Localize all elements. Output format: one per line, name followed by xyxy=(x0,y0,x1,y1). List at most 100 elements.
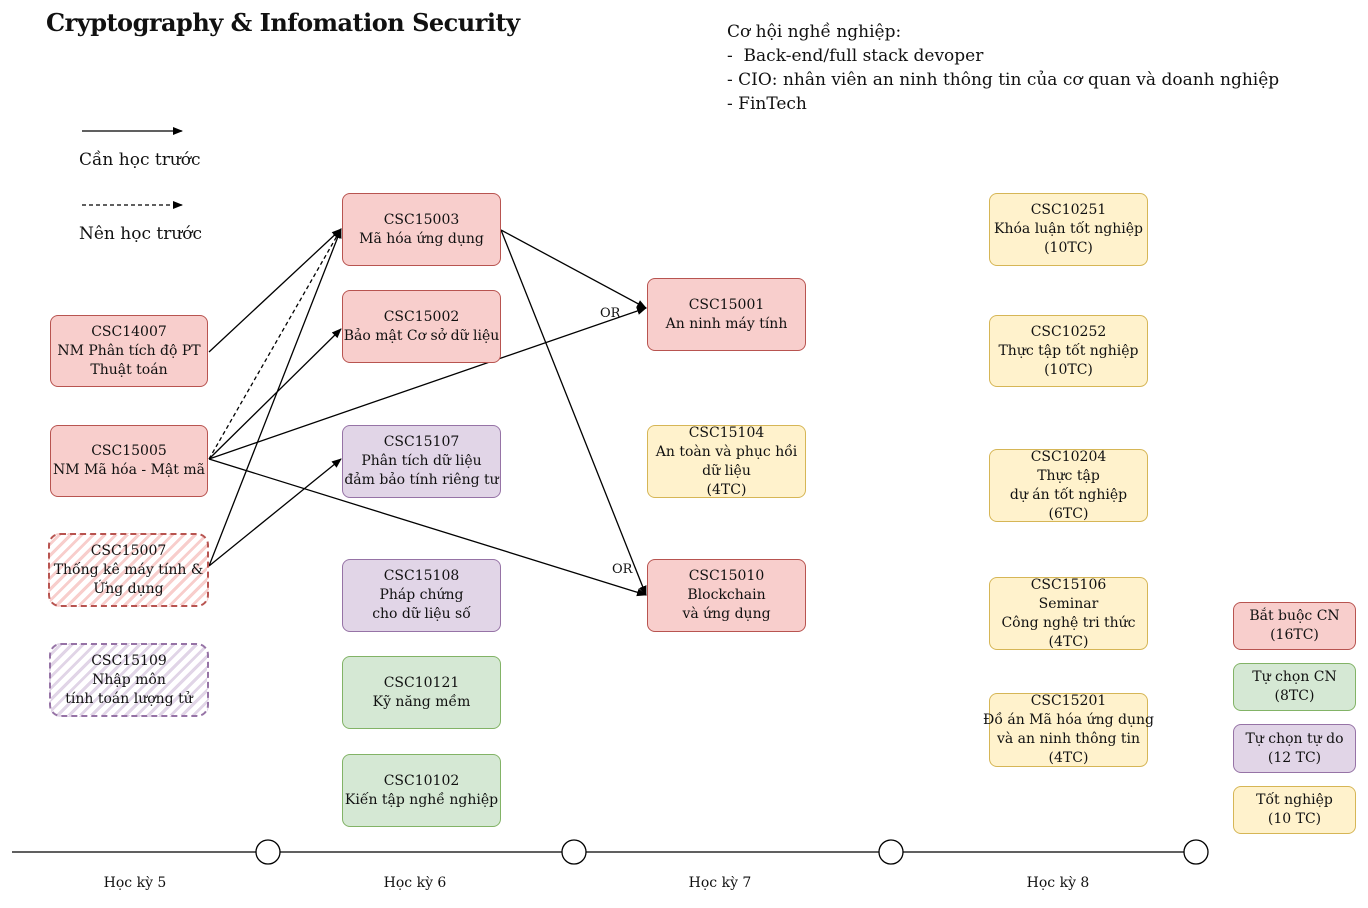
course-name: và ứng dụng xyxy=(682,606,771,622)
course-name: tính toán lượng tử xyxy=(65,690,193,707)
course-csc14007[interactable]: CSC14007 NM Phân tích độ PT Thuật toán xyxy=(50,315,208,387)
course-name: Phân tích dữ liệu xyxy=(361,453,482,469)
career-heading: Cơ hội nghề nghiệp: xyxy=(727,22,902,42)
or-label: OR xyxy=(612,562,633,577)
key-required: Bắt buộc CN (16TC) xyxy=(1233,602,1356,650)
course-name: An ninh máy tính xyxy=(665,315,788,332)
key-credits: (10 TC) xyxy=(1267,811,1322,827)
course-code: CSC15106 xyxy=(1030,576,1107,593)
course-code: CSC15005 xyxy=(91,443,167,459)
course-name: Nhập môn xyxy=(92,671,166,688)
course-csc15010[interactable]: CSC15010 Blockchain và ứng dụng xyxy=(647,559,806,632)
course-name: An toàn và phục hồi xyxy=(655,443,798,460)
legend-dashed-label: Nên học trước xyxy=(79,224,203,244)
edge-15005-15003-dashed xyxy=(208,228,342,460)
course-name: Thực tập tốt nghiệp xyxy=(998,342,1139,359)
course-code: CSC10102 xyxy=(383,772,460,789)
course-name: Seminar xyxy=(1038,595,1099,612)
course-credits: (4TC) xyxy=(1048,633,1089,650)
key-credits: (12 TC) xyxy=(1267,749,1322,766)
course-code: CSC10204 xyxy=(1030,448,1107,465)
course-code: CSC15201 xyxy=(1030,693,1107,709)
course-name: đảm bảo tính riêng tư xyxy=(344,472,499,488)
semester-label: Học kỳ 5 xyxy=(103,875,167,891)
course-code: CSC15003 xyxy=(383,211,460,228)
course-code: CSC15107 xyxy=(383,434,460,450)
key-graduation: Tốt nghiệp (10 TC) xyxy=(1233,786,1356,834)
course-csc15104[interactable]: CSC15104 An toàn và phục hồi dữ liệu (4T… xyxy=(647,425,806,498)
edge-15005-15010 xyxy=(208,458,647,597)
course-name: và an ninh thông tin xyxy=(996,731,1141,747)
course-csc15107[interactable]: CSC15107 Phân tích dữ liệu đảm bảo tính … xyxy=(342,425,501,498)
legend-solid-label: Cần học trước xyxy=(79,150,201,170)
timeline-node xyxy=(561,839,587,865)
course-csc10102[interactable]: CSC10102 Kiến tập nghề nghiệp xyxy=(342,754,501,827)
course-code: CSC15007 xyxy=(90,542,167,559)
course-csc15001[interactable]: CSC15001 An ninh máy tính xyxy=(647,278,806,351)
key-credits: (16TC) xyxy=(1270,627,1319,643)
course-name: Đồ án Mã hóa ứng dụng xyxy=(983,712,1154,728)
course-credits: (6TC) xyxy=(1048,505,1089,522)
course-csc15108[interactable]: CSC15108 Pháp chứng cho dữ liệu số xyxy=(342,559,501,632)
course-code: CSC10121 xyxy=(383,674,460,691)
course-name: Khóa luận tốt nghiệp xyxy=(994,221,1143,237)
course-name: Mã hóa ứng dụng xyxy=(359,230,484,247)
course-code: CSC14007 xyxy=(91,323,167,340)
edge-15005-15001 xyxy=(208,307,647,460)
edge-15007-15003 xyxy=(208,228,342,567)
course-name: Thuật toán xyxy=(90,361,168,378)
course-credits: (4TC) xyxy=(706,481,747,498)
course-name: dự án tốt nghiệp xyxy=(1009,486,1128,503)
or-label: OR xyxy=(600,306,621,321)
course-name: Blockchain xyxy=(687,587,766,603)
course-credits: (4TC) xyxy=(1048,750,1089,766)
course-csc15007[interactable]: CSC15007 Thống kê máy tính & Ứng dụng xyxy=(48,533,209,607)
course-code: CSC15109 xyxy=(91,652,167,669)
course-name: Kiến tập nghề nghiệp xyxy=(344,791,499,808)
course-name: Pháp chứng xyxy=(379,587,464,603)
course-code: CSC15108 xyxy=(383,568,460,584)
timeline-node xyxy=(255,839,281,865)
course-csc15109[interactable]: CSC15109 Nhập môn tính toán lượng tử xyxy=(49,643,209,717)
course-name: NM Phân tích độ PT xyxy=(57,342,201,359)
semester-label: Học kỳ 8 xyxy=(1026,875,1090,891)
edge-15005-15002 xyxy=(208,328,342,460)
course-name: NM Mã hóa - Mật mã xyxy=(53,462,205,478)
course-csc10251[interactable]: CSC10251 Khóa luận tốt nghiệp (10TC) xyxy=(989,193,1148,266)
key-free-elective: Tự chọn tự do (12 TC) xyxy=(1233,724,1356,773)
course-csc15201[interactable]: CSC15201 Đồ án Mã hóa ứng dụng và an nin… xyxy=(983,693,1154,767)
course-csc10204[interactable]: CSC10204 Thực tập dự án tốt nghiệp (6TC) xyxy=(989,449,1148,522)
timeline-node xyxy=(878,839,904,865)
career-item: - Back-end/full stack devoper xyxy=(727,46,984,66)
course-name: Ứng dụng xyxy=(93,580,164,597)
course-csc15002[interactable]: CSC15002 Bảo mật Cơ sở dữ liệu xyxy=(342,290,501,363)
course-credits: (10TC) xyxy=(1044,240,1093,256)
semester-label: Học kỳ 7 xyxy=(688,875,752,891)
course-code: CSC10251 xyxy=(1030,202,1107,218)
course-name: dữ liệu xyxy=(702,462,751,479)
course-credits: (10TC) xyxy=(1044,361,1093,378)
timeline-node xyxy=(1183,839,1209,865)
course-name: cho dữ liệu số xyxy=(372,606,471,622)
course-name: Thực tập xyxy=(1037,467,1100,484)
key-label: Bắt buộc CN xyxy=(1249,608,1340,624)
career-opportunities: Cơ hội nghề nghiệp: - Back-end/full stac… xyxy=(727,20,1279,116)
course-name: Công nghệ tri thức xyxy=(1001,614,1136,631)
course-code: CSC15002 xyxy=(383,308,460,325)
edge-14007-15003 xyxy=(208,228,342,353)
career-item: - FinTech xyxy=(727,94,807,114)
edge-15003-15001 xyxy=(500,229,647,309)
course-code: CSC15010 xyxy=(688,568,765,584)
diagram-title: Cryptography & Infomation Security xyxy=(46,8,520,37)
edge-15007-15107 xyxy=(208,458,342,567)
course-csc15106[interactable]: CSC15106 Seminar Công nghệ tri thức (4TC… xyxy=(989,577,1148,650)
career-item: - CIO: nhân viên an ninh thông tin của c… xyxy=(727,70,1280,90)
course-csc15003[interactable]: CSC15003 Mã hóa ứng dụng xyxy=(342,193,501,266)
key-label: Tự chọn CN xyxy=(1252,669,1337,685)
course-csc15005[interactable]: CSC15005 NM Mã hóa - Mật mã xyxy=(50,425,208,497)
course-csc10252[interactable]: CSC10252 Thực tập tốt nghiệp (10TC) xyxy=(989,315,1148,387)
course-csc10121[interactable]: CSC10121 Kỹ năng mềm xyxy=(342,656,501,729)
key-label: Tốt nghiệp xyxy=(1256,792,1333,808)
course-code: CSC15001 xyxy=(688,296,765,313)
